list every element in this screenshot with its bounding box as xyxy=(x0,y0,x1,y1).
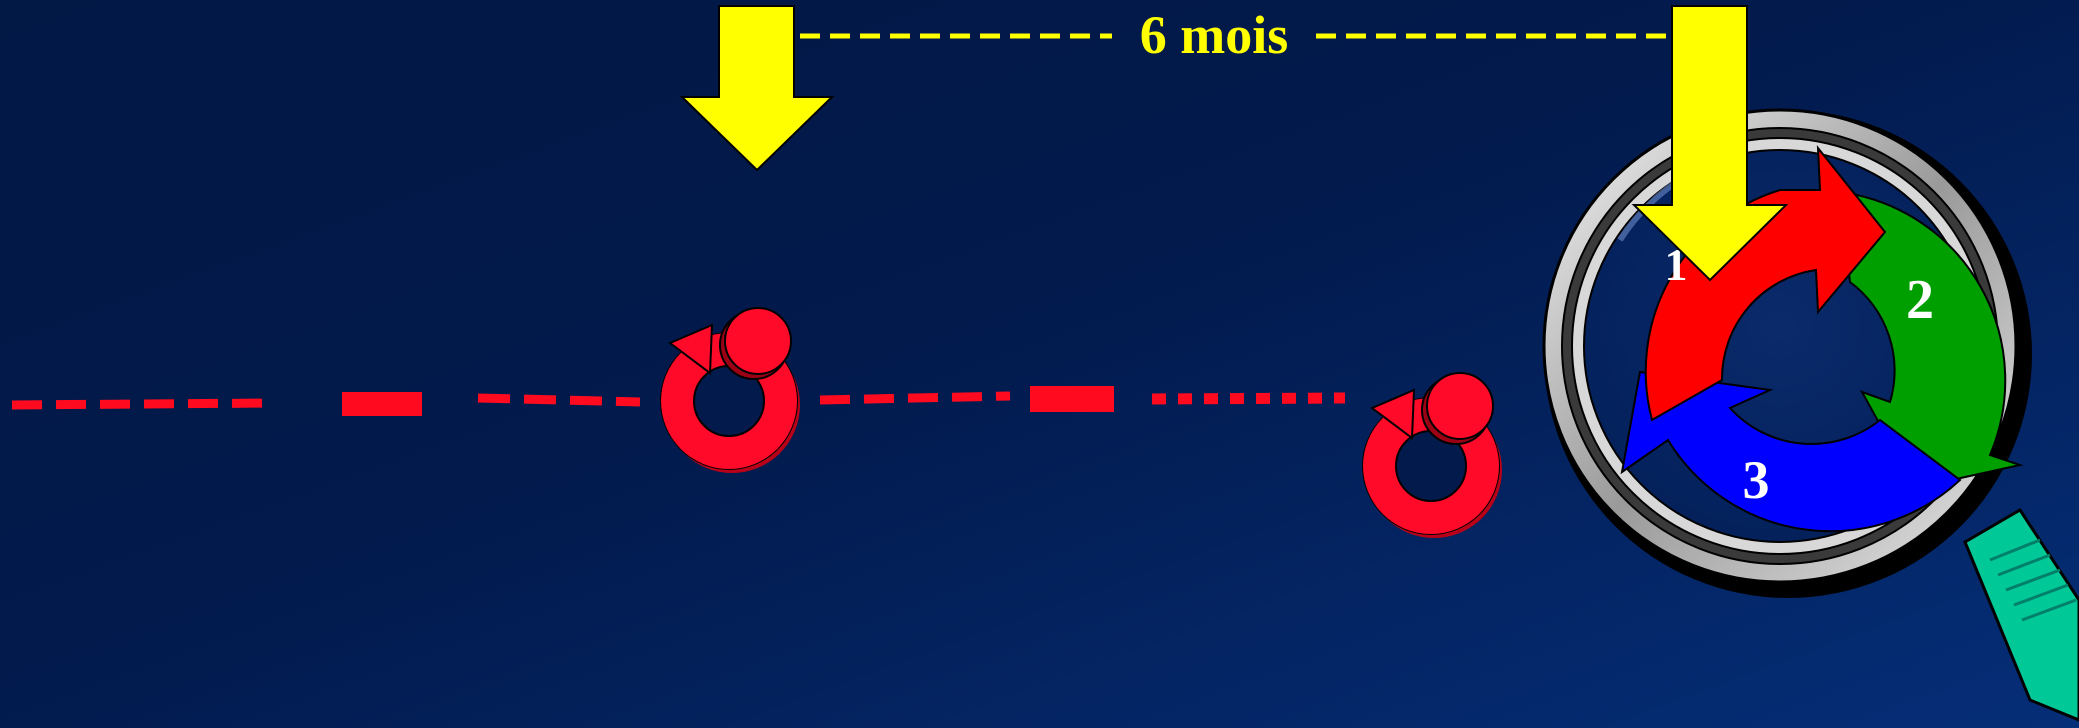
cycle-step-2-label: 2 xyxy=(1906,269,1934,331)
magnifier-icon: 1 2 3 xyxy=(1542,108,2079,722)
interval-bracket: 6 mois xyxy=(800,5,1672,65)
cycle-diagram xyxy=(1620,144,2024,533)
timeline xyxy=(11,386,1640,416)
cycle-step-1 xyxy=(1644,144,1887,422)
magnifier-handle xyxy=(1963,507,2079,722)
refresh-cycle-icon xyxy=(660,307,801,474)
timeline-block xyxy=(1030,386,1114,412)
cycle-step-3-label: 3 xyxy=(1743,450,1770,510)
down-arrow-icon xyxy=(679,5,835,172)
cycle-step-2 xyxy=(1838,190,2024,490)
refresh-cycle-icon xyxy=(1362,372,1503,539)
interval-label: 6 mois xyxy=(1140,5,1289,65)
timeline-block xyxy=(342,392,422,416)
cycle-step-3 xyxy=(1620,370,1962,533)
down-arrow-icon xyxy=(1631,5,1789,282)
